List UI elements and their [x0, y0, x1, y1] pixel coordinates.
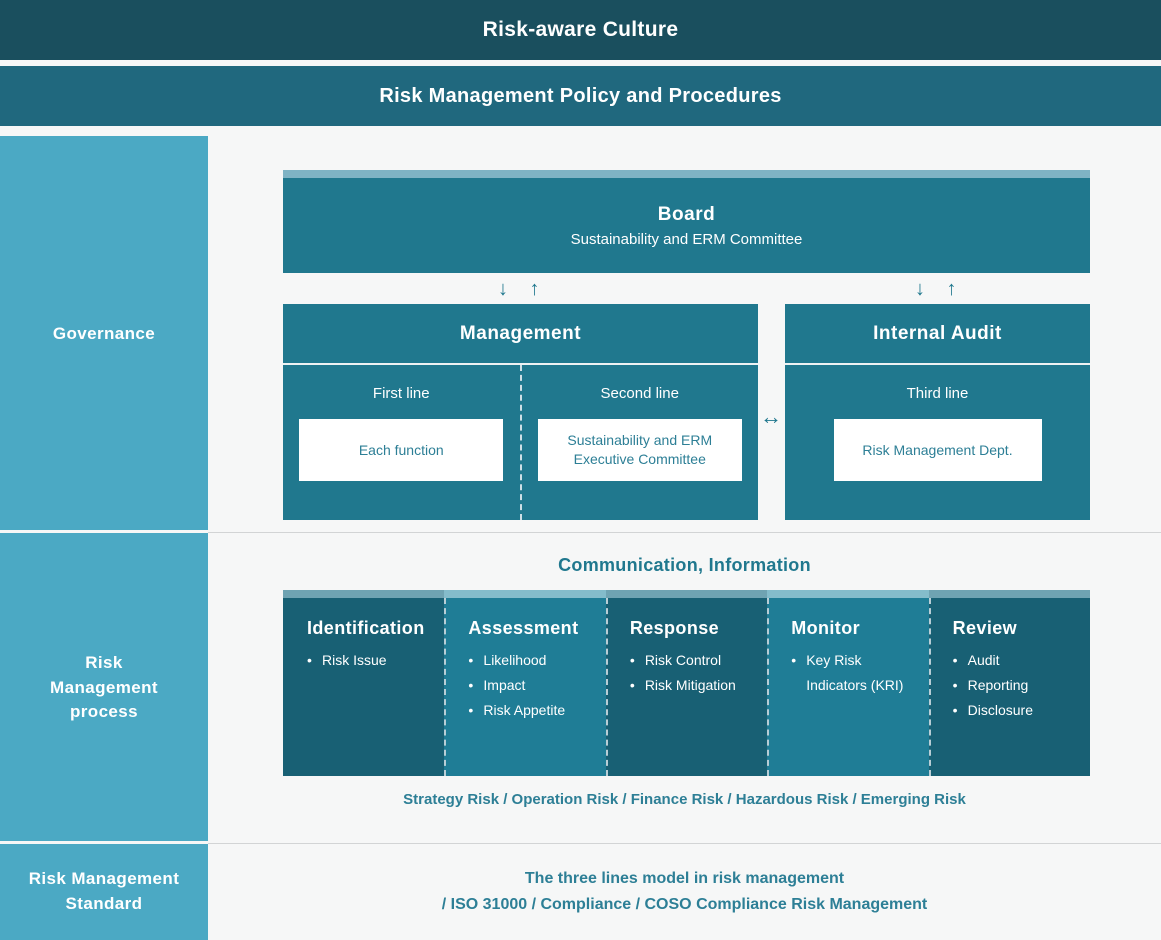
- list-item: Risk Mitigation: [630, 673, 767, 698]
- process-title-review: Review: [952, 618, 1018, 638]
- process-accent-review: [928, 590, 1091, 598]
- lane-first-line-card: Each function: [299, 419, 504, 481]
- standard-line-1: The three lines model in risk management: [524, 870, 845, 888]
- lane-first-line: First line Each function: [283, 365, 520, 520]
- process-items-assessment: Likelihood Impact Risk Appetite: [468, 648, 605, 724]
- list-item: Risk Appetite: [468, 698, 605, 723]
- standard-line-2: / ISO 31000 / Compliance / COSO Complian…: [441, 896, 928, 913]
- process-title-identification: Identification: [307, 618, 425, 638]
- process-accent-assessment: [444, 590, 606, 598]
- board-title: Board: [657, 203, 716, 225]
- banner-risk-management-policy: Risk Management Policy and Procedures: [0, 66, 1161, 126]
- sidebar-governance-text: Governance: [52, 323, 156, 343]
- lane-first-line-title: First line: [372, 385, 430, 402]
- internal-audit-lanes: Third line Risk Management Dept.: [785, 365, 1090, 520]
- banner-policy-label: Risk Management Policy and Procedures: [379, 84, 782, 107]
- management-header-divider: [283, 363, 758, 365]
- lane-third-line: Third line Risk Management Dept.: [785, 365, 1090, 520]
- list-item: Reporting: [953, 673, 1090, 698]
- section-governance: Governance Board Sustainability and ERM …: [0, 136, 1161, 532]
- process-content: Communication, Information Identificatio…: [208, 533, 1161, 843]
- board-box: Board Sustainability and ERM Committee: [283, 170, 1090, 273]
- board-accent-bar: [283, 170, 1090, 178]
- list-item: Disclosure: [953, 698, 1090, 723]
- process-items-review: Audit Reporting Disclosure: [953, 648, 1090, 724]
- standard-text-block: The three lines model in risk management…: [208, 844, 1161, 940]
- internal-audit-title: Internal Audit: [873, 322, 1002, 344]
- framework-body: Governance Board Sustainability and ERM …: [0, 136, 1161, 940]
- process-columns: Identification Risk Issue Assessment Lik…: [283, 590, 1091, 776]
- management-title: Management: [459, 322, 582, 344]
- banner-risk-aware-culture: Risk-aware Culture: [0, 0, 1161, 60]
- process-column-monitor: Monitor Key Risk Indicators (KRI): [767, 590, 929, 776]
- arrow-management-audit-icon: ↔: [760, 404, 782, 429]
- list-item: Likelihood: [468, 648, 605, 673]
- list-item: Key Risk Indicators (KRI): [791, 648, 928, 698]
- process-column-response: Response Risk Control Risk Mitigation: [605, 590, 768, 776]
- sidebar-separator-1: [0, 530, 208, 532]
- lane-second-line-title: Second line: [600, 385, 679, 402]
- divider-governance-process: [208, 532, 1161, 533]
- internal-audit-header-divider: [785, 363, 1090, 365]
- process-title-assessment: Assessment: [468, 618, 579, 638]
- process-title-monitor: Monitor: [791, 618, 860, 638]
- list-item: Risk Control: [630, 648, 767, 673]
- governance-content: Board Sustainability and ERM Committee ↓…: [208, 136, 1161, 532]
- sidebar-label-governance: Governance: [0, 136, 208, 532]
- internal-audit-box: Internal Audit Third line Risk Managemen…: [785, 304, 1090, 520]
- process-items-monitor: Key Risk Indicators (KRI): [791, 648, 928, 698]
- lane-third-line-card: Risk Management Dept.: [833, 419, 1042, 481]
- sidebar-separator-2: [0, 841, 208, 843]
- arrows-board-management-icon: ↓ ↑: [498, 278, 548, 300]
- process-column-identification: Identification Risk Issue: [283, 590, 445, 776]
- banner-culture-label: Risk-aware Culture: [482, 18, 679, 41]
- arrows-board-audit-icon: ↓ ↑: [915, 278, 965, 300]
- list-item: Audit: [953, 648, 1090, 673]
- process-accent-response: [605, 590, 768, 598]
- process-accent-identification: [283, 590, 445, 598]
- process-title-response: Response: [629, 618, 720, 638]
- lane-third-line-title: Third line: [906, 385, 969, 402]
- management-box: Management First line Each function Seco…: [283, 304, 758, 520]
- list-item: Risk Issue: [307, 648, 444, 673]
- risk-types-label: Strategy Risk / Operation Risk / Finance…: [403, 791, 966, 808]
- process-column-review: Review Audit Reporting Disclosure: [928, 590, 1091, 776]
- process-column-assessment: Assessment Likelihood Impact Risk Appeti…: [444, 590, 606, 776]
- process-accent-monitor: [767, 590, 929, 598]
- divider-process-standard: [208, 843, 1161, 844]
- standard-content: The three lines model in risk management…: [208, 844, 1161, 940]
- list-item: Impact: [468, 673, 605, 698]
- process-items-response: Risk Control Risk Mitigation: [630, 648, 767, 699]
- communication-information-label: Communication, Information: [558, 555, 811, 575]
- management-lanes: First line Each function Second line Sus…: [283, 365, 758, 520]
- process-items-identification: Risk Issue: [307, 648, 444, 673]
- board-subtitle: Sustainability and ERM Committee: [570, 230, 803, 248]
